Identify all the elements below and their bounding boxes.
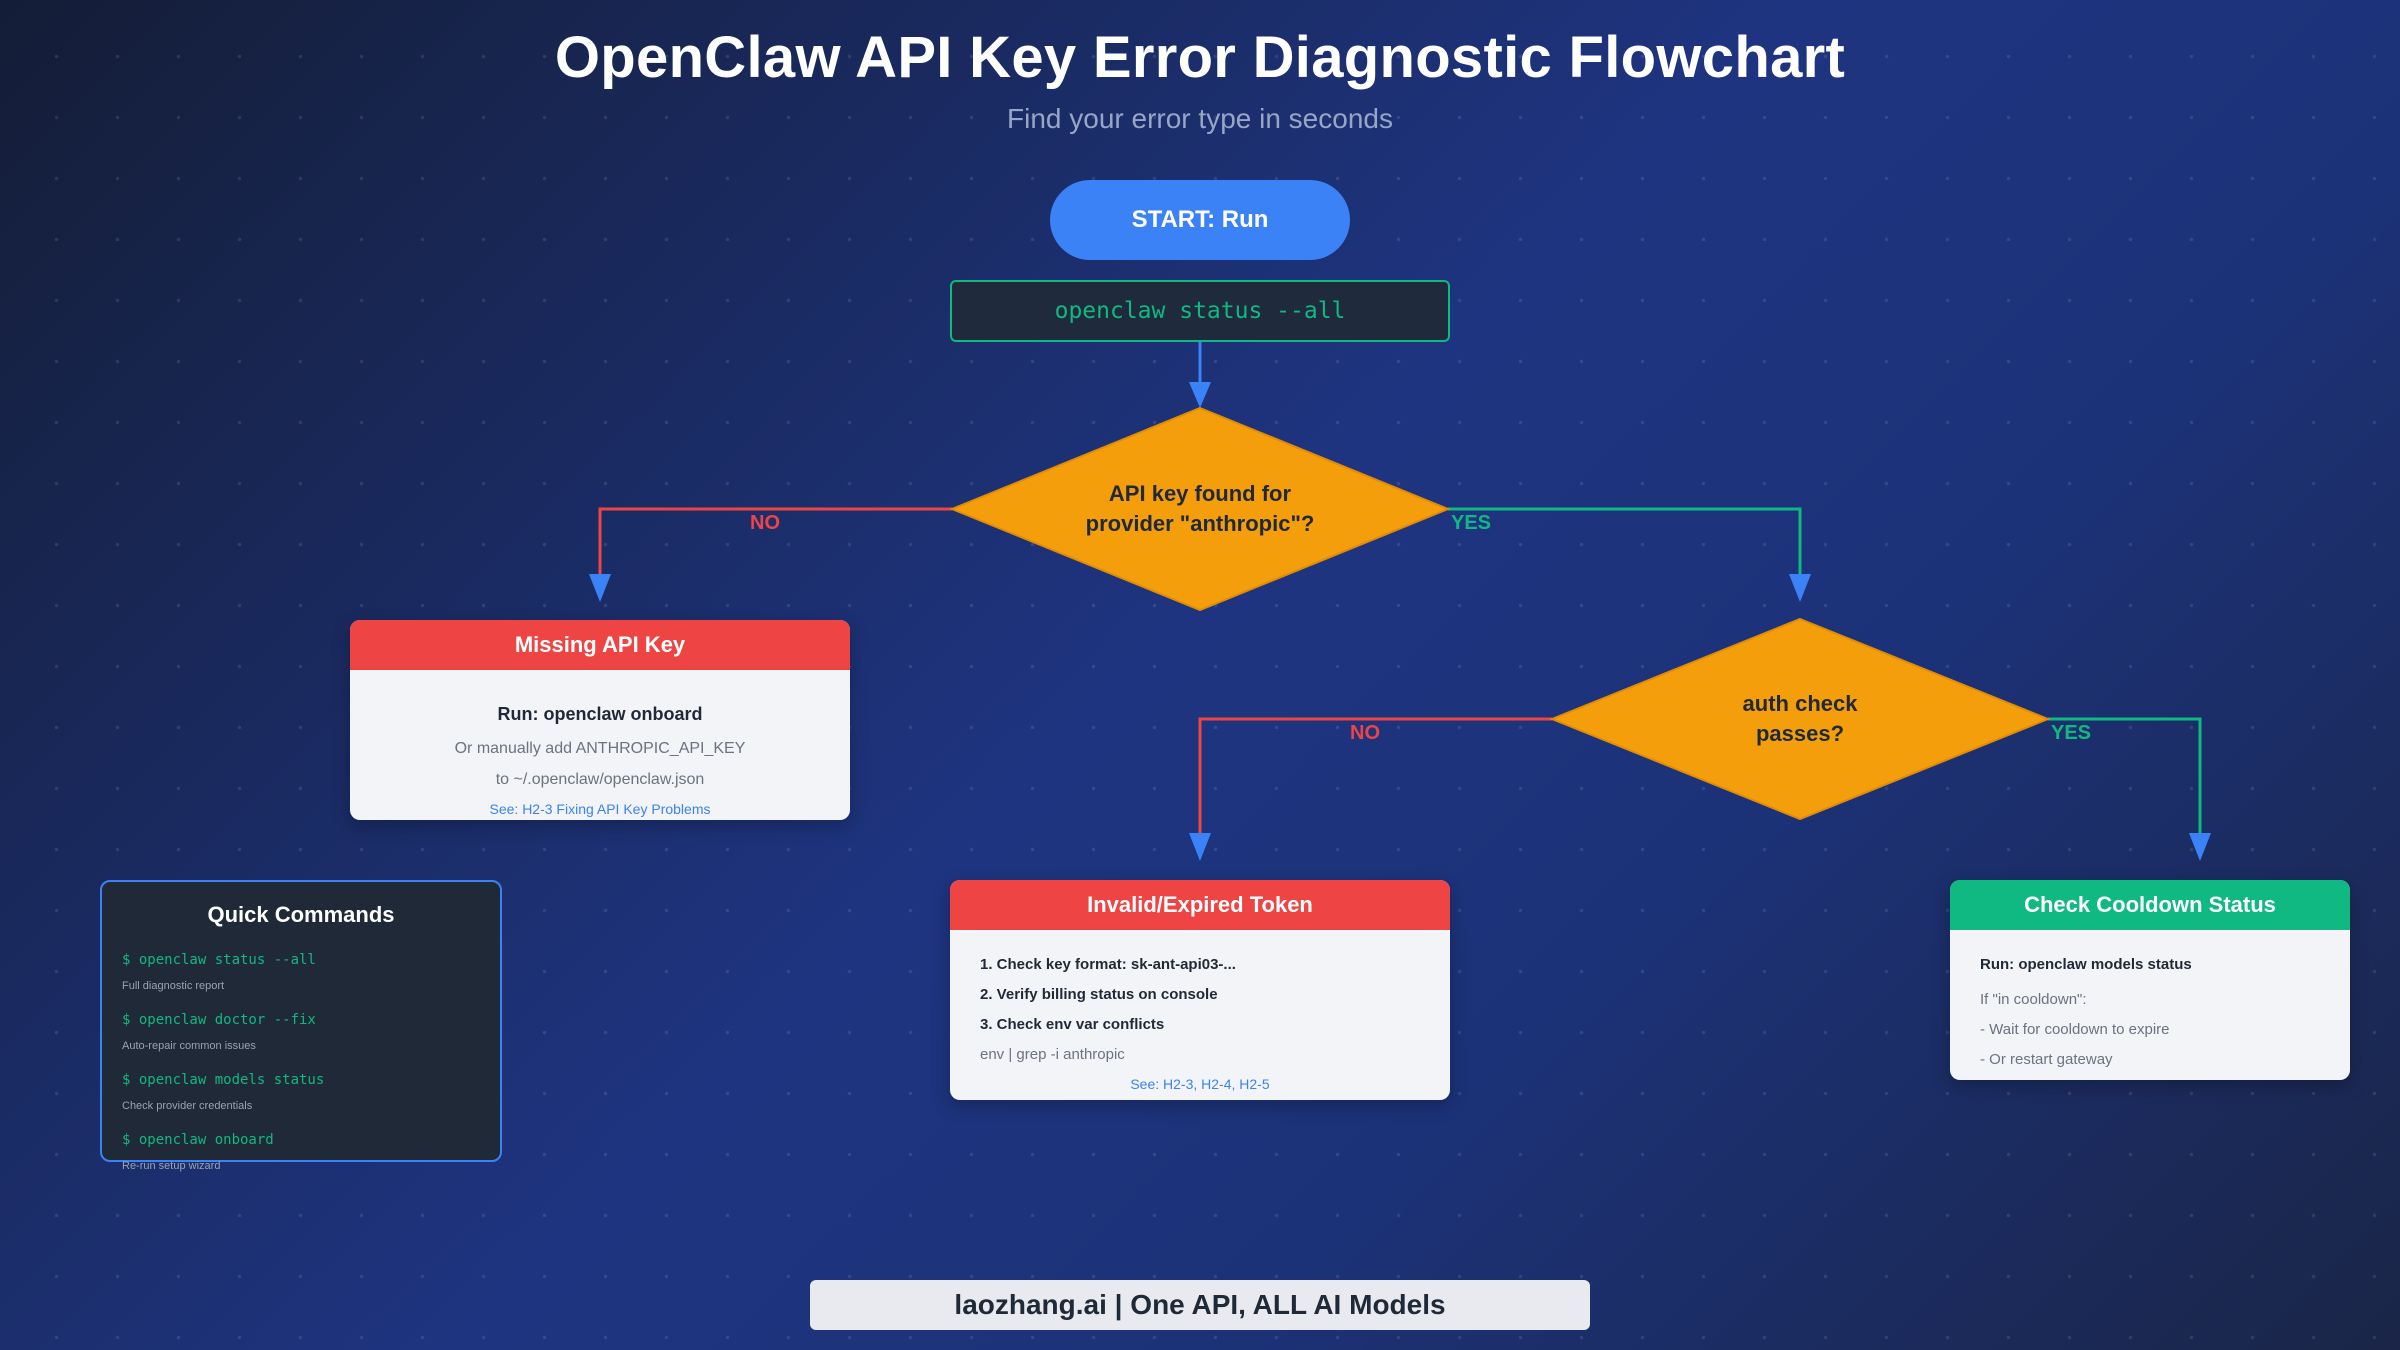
invalid-token-card: Invalid/Expired Token 1. Check key forma… bbox=[950, 880, 1450, 1100]
missing-api-key-title: Missing API Key bbox=[350, 620, 850, 670]
invalid-token-env-command: env | grep -i anthropic bbox=[980, 1046, 1125, 1063]
quick-command[interactable]: $ openclaw models status bbox=[122, 1072, 325, 1088]
invalid-token-title: Invalid/Expired Token bbox=[950, 880, 1450, 930]
connector-decision2-yes bbox=[2048, 717, 2202, 834]
decision1-text: API key found for provider "anthropic"? bbox=[1000, 470, 1400, 548]
decision1-line2: provider "anthropic"? bbox=[1085, 511, 1315, 536]
missing-key-line2: to ~/.openclaw/openclaw.json bbox=[495, 771, 705, 788]
start-command-box: openclaw status --all bbox=[950, 280, 1450, 342]
connector-decision2-no bbox=[1198, 717, 1552, 834]
decision2-line2: passes? bbox=[1755, 721, 1845, 746]
cooldown-run-command: Run: openclaw models status bbox=[1980, 956, 2192, 973]
missing-api-key-card: Missing API Key Run: openclaw onboard Or… bbox=[350, 620, 850, 820]
decision2-text: auth check passes? bbox=[1600, 680, 2000, 758]
invalid-token-step1: 1. Check key format: sk-ant-api03-... bbox=[980, 956, 1236, 973]
quick-command-description: Check provider credentials bbox=[122, 1100, 253, 1112]
footer-banner: laozhang.ai | One API, ALL AI Models bbox=[810, 1280, 1590, 1330]
quick-command[interactable]: $ openclaw onboard bbox=[122, 1132, 274, 1148]
decision1-no-label: NO bbox=[750, 512, 780, 534]
arrowhead-decision1 bbox=[1189, 382, 1211, 408]
cooldown-line2: - Wait for cooldown to expire bbox=[1980, 1021, 2170, 1038]
connector-decision1-no bbox=[598, 507, 952, 575]
decision-diamond-api-key bbox=[949, 406, 1451, 612]
arrowhead-cooldown bbox=[2189, 833, 2211, 861]
cooldown-line1: If "in cooldown": bbox=[1980, 991, 2087, 1008]
arrowhead-decision2 bbox=[1789, 574, 1811, 602]
quick-commands-panel: Quick Commands $ openclaw status --all F… bbox=[100, 880, 502, 1172]
decision1-yes-label: YES bbox=[1451, 512, 1492, 534]
start-node: START: Run bbox=[1050, 180, 1350, 260]
missing-key-run-command: Run: openclaw onboard bbox=[497, 704, 703, 724]
decision1-line1: API key found for bbox=[1108, 481, 1292, 506]
invalid-token-step3: 3. Check env var conflicts bbox=[980, 1016, 1165, 1033]
decision2-line1: auth check bbox=[1742, 691, 1858, 716]
cooldown-line3: - Or restart gateway bbox=[1980, 1051, 2113, 1068]
quick-command[interactable]: $ openclaw status --all bbox=[122, 952, 316, 968]
missing-key-line1: Or manually add ANTHROPIC_API_KEY bbox=[454, 740, 746, 757]
arrowhead-missing-key bbox=[589, 574, 611, 602]
page-subtitle: Find your error type in seconds bbox=[1007, 103, 1393, 134]
arrowhead-invalid-token bbox=[1189, 833, 1211, 861]
page-title: OpenClaw API Key Error Diagnostic Flowch… bbox=[554, 25, 1846, 90]
connector-decision1-yes bbox=[1448, 507, 1802, 575]
decision2-yes-label: YES bbox=[2051, 722, 2092, 744]
decision2-no-label: NO bbox=[1350, 722, 1380, 744]
quick-command-description: Re-run setup wizard bbox=[122, 1160, 221, 1172]
invalid-token-see-link[interactable]: See: H2-3, H2-4, H2-5 bbox=[1130, 1076, 1270, 1092]
missing-key-see-link[interactable]: See: H2-3 Fixing API Key Problems bbox=[489, 801, 711, 817]
quick-command[interactable]: $ openclaw doctor --fix bbox=[122, 1012, 316, 1028]
cooldown-title: Check Cooldown Status bbox=[1950, 880, 2350, 930]
decision-diamond-auth-check bbox=[1549, 617, 2051, 821]
invalid-token-step2: 2. Verify billing status on console bbox=[980, 986, 1218, 1003]
quick-commands-title: Quick Commands bbox=[207, 902, 395, 927]
quick-command-description: Full diagnostic report bbox=[122, 980, 225, 992]
cooldown-card: Check Cooldown Status Run: openclaw mode… bbox=[1950, 880, 2350, 1080]
quick-command-description: Auto-repair common issues bbox=[122, 1040, 256, 1052]
